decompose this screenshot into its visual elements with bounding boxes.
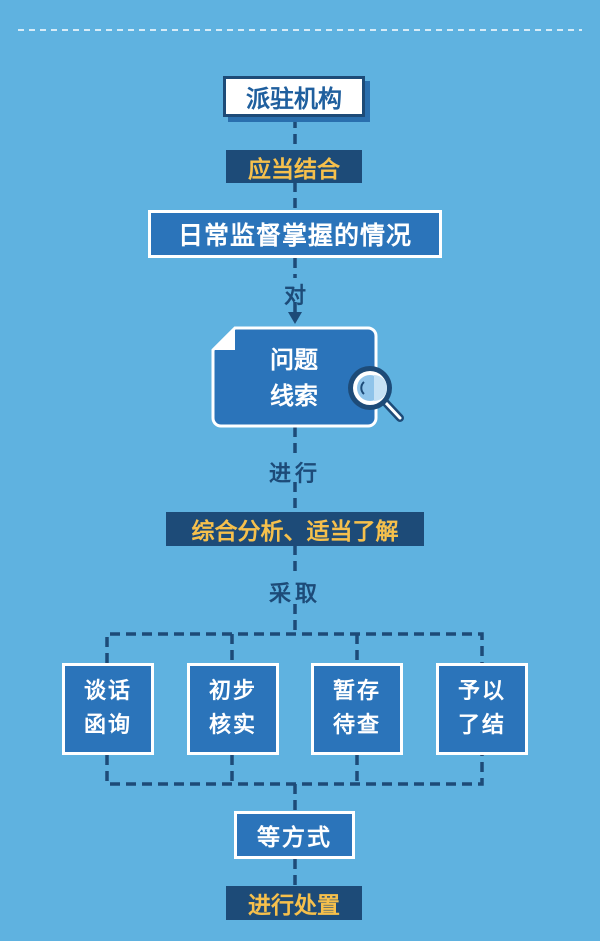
method-line2: 核实	[208, 713, 257, 738]
node-should-combine: 应当结合	[226, 150, 362, 183]
method-line2: 了结	[457, 713, 506, 738]
method-line1: 谈话	[83, 679, 132, 704]
document-icon	[211, 326, 378, 428]
clue-line2: 线索	[270, 382, 318, 410]
arrow-down-icon	[288, 312, 302, 324]
branch-top	[105, 632, 484, 663]
method-preliminary-check: 初步核实	[187, 663, 279, 755]
method-close: 予以了结	[436, 663, 528, 755]
node-analysis: 综合分析、适当了解	[166, 512, 424, 546]
label-conduct: 进行	[268, 462, 322, 487]
method-hold-pending: 暂存待查	[311, 663, 403, 755]
method-line1: 暂存	[332, 679, 381, 704]
method-line2: 函询	[83, 713, 132, 738]
node-handle: 进行处置	[226, 886, 362, 920]
clue-line1: 问题	[270, 346, 318, 374]
magnifier-icon	[348, 366, 404, 422]
node-agency: 派驻机构	[223, 76, 365, 117]
method-talk-inquiry: 谈话函询	[62, 663, 154, 755]
node-daily-supervision: 日常监督掌握的情况	[148, 210, 442, 258]
method-line2: 待查	[332, 713, 381, 738]
label-adopt: 采取	[268, 582, 322, 607]
node-etc-methods: 等方式	[234, 811, 355, 859]
label-to: 对	[283, 284, 307, 309]
branch-bottom	[105, 755, 484, 786]
node-problem-clues: 问题 线索	[240, 338, 348, 418]
method-line1: 予以	[457, 679, 506, 704]
method-line1: 初步	[208, 679, 257, 704]
